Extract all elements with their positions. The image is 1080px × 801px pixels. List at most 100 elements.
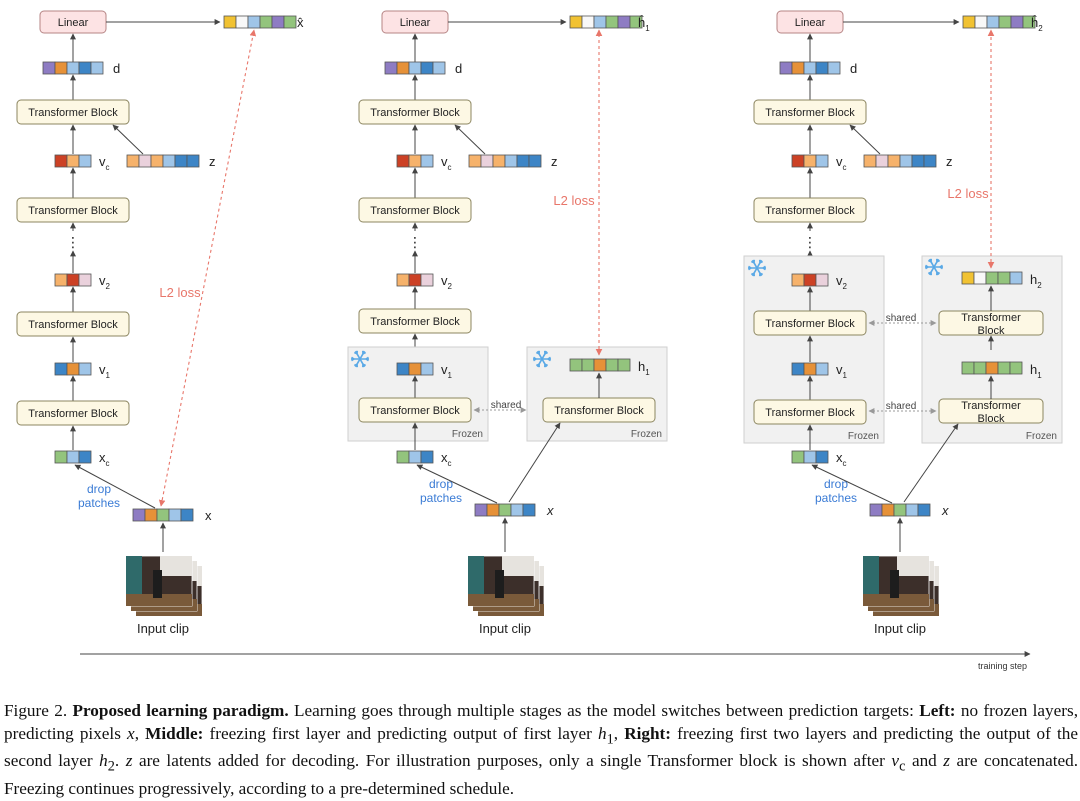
- token: [421, 451, 433, 463]
- label-xc: xc: [99, 450, 110, 468]
- token-vector-v1: [397, 363, 433, 375]
- transformer-block: Transformer Block: [359, 198, 471, 222]
- token: [1010, 362, 1022, 374]
- token: [511, 504, 523, 516]
- ellipsis: ⋮: [803, 234, 817, 250]
- caption-lead: Figure 2.: [4, 701, 72, 720]
- token-vector-x: [133, 509, 193, 521]
- caption-left-label: Left:: [919, 701, 955, 720]
- drop-label: drop: [87, 482, 111, 496]
- caption-sub: 1: [607, 731, 614, 747]
- caption-text: and: [905, 751, 943, 770]
- token: [582, 359, 594, 371]
- frozen-label: Frozen: [631, 429, 662, 440]
- caption-var: h: [99, 751, 108, 770]
- label-x: x: [941, 503, 949, 518]
- transformer-block: Transformer Block: [17, 198, 129, 222]
- l2-loss-arrow: [161, 30, 254, 506]
- linear-block: Linear: [777, 11, 843, 33]
- token: [397, 274, 409, 286]
- token: [169, 509, 181, 521]
- token: [55, 62, 67, 74]
- token: [804, 62, 816, 74]
- transformer-block: Transformer Block: [17, 312, 129, 336]
- token: [918, 504, 930, 516]
- token: [888, 155, 900, 167]
- token-vector-h1-hat: [570, 16, 642, 28]
- token-vector-xc: [397, 451, 433, 463]
- token: [804, 155, 816, 167]
- caption-text: ,: [614, 724, 624, 743]
- token: [67, 155, 79, 167]
- token: [79, 274, 91, 286]
- block-label: Transformer Block: [370, 316, 460, 328]
- token: [998, 362, 1010, 374]
- linear-label: Linear: [795, 17, 826, 29]
- l2-loss-label: L2 loss: [947, 186, 989, 201]
- token: [67, 62, 79, 74]
- token: [816, 363, 828, 375]
- token: [55, 451, 67, 463]
- ellipsis: ⋮: [66, 234, 80, 250]
- label-d: d: [850, 61, 857, 76]
- token: [397, 62, 409, 74]
- token: [517, 155, 529, 167]
- shared-label: shared: [886, 401, 917, 412]
- token: [91, 62, 103, 74]
- token: [409, 274, 421, 286]
- token: [260, 16, 272, 28]
- token: [248, 16, 260, 28]
- token: [284, 16, 296, 28]
- token: [816, 451, 828, 463]
- caption-var: z: [943, 751, 950, 770]
- token: [1010, 272, 1022, 284]
- token: [409, 363, 421, 375]
- block-label: Block: [978, 413, 1005, 425]
- token-vector-z: [127, 155, 199, 167]
- token: [151, 155, 163, 167]
- token: [385, 62, 397, 74]
- drop-label: patches: [78, 496, 120, 510]
- ellipsis: ⋮: [408, 234, 422, 250]
- token: [792, 62, 804, 74]
- token: [975, 16, 987, 28]
- input-clip-label: Input clip: [479, 621, 531, 636]
- label-z: z: [551, 154, 558, 169]
- drop-label: patches: [815, 491, 857, 505]
- token-vector-h2: [962, 272, 1022, 284]
- token: [606, 359, 618, 371]
- block-label: Transformer Block: [370, 107, 460, 119]
- token-vector-vc: [792, 155, 828, 167]
- token: [816, 62, 828, 74]
- token: [397, 451, 409, 463]
- figure-caption: Figure 2. Proposed learning paradigm. Le…: [4, 700, 1078, 801]
- token: [55, 363, 67, 375]
- caption-title: Proposed learning paradigm.: [72, 701, 288, 720]
- token: [804, 274, 816, 286]
- block-label: Transformer Block: [28, 205, 118, 217]
- token: [421, 274, 433, 286]
- token: [421, 62, 433, 74]
- shared-label: shared: [886, 313, 917, 324]
- token: [409, 62, 421, 74]
- label-xc: xc: [836, 450, 847, 468]
- token: [974, 362, 986, 374]
- token: [127, 155, 139, 167]
- token: [924, 155, 936, 167]
- drop-label: patches: [420, 491, 462, 505]
- block-label: Transformer Block: [370, 205, 460, 217]
- token: [67, 274, 79, 286]
- input-clip-image: [468, 556, 544, 616]
- caption-var: h: [598, 724, 607, 743]
- transformer-block: Transformer Block: [754, 311, 866, 335]
- token: [79, 155, 91, 167]
- token: [998, 272, 1010, 284]
- block-label: Transformer Block: [765, 205, 855, 217]
- token: [962, 272, 974, 284]
- token: [487, 504, 499, 516]
- frozen-region: [348, 347, 488, 441]
- input-clip-image: [863, 556, 939, 616]
- token: [409, 155, 421, 167]
- token: [962, 362, 974, 374]
